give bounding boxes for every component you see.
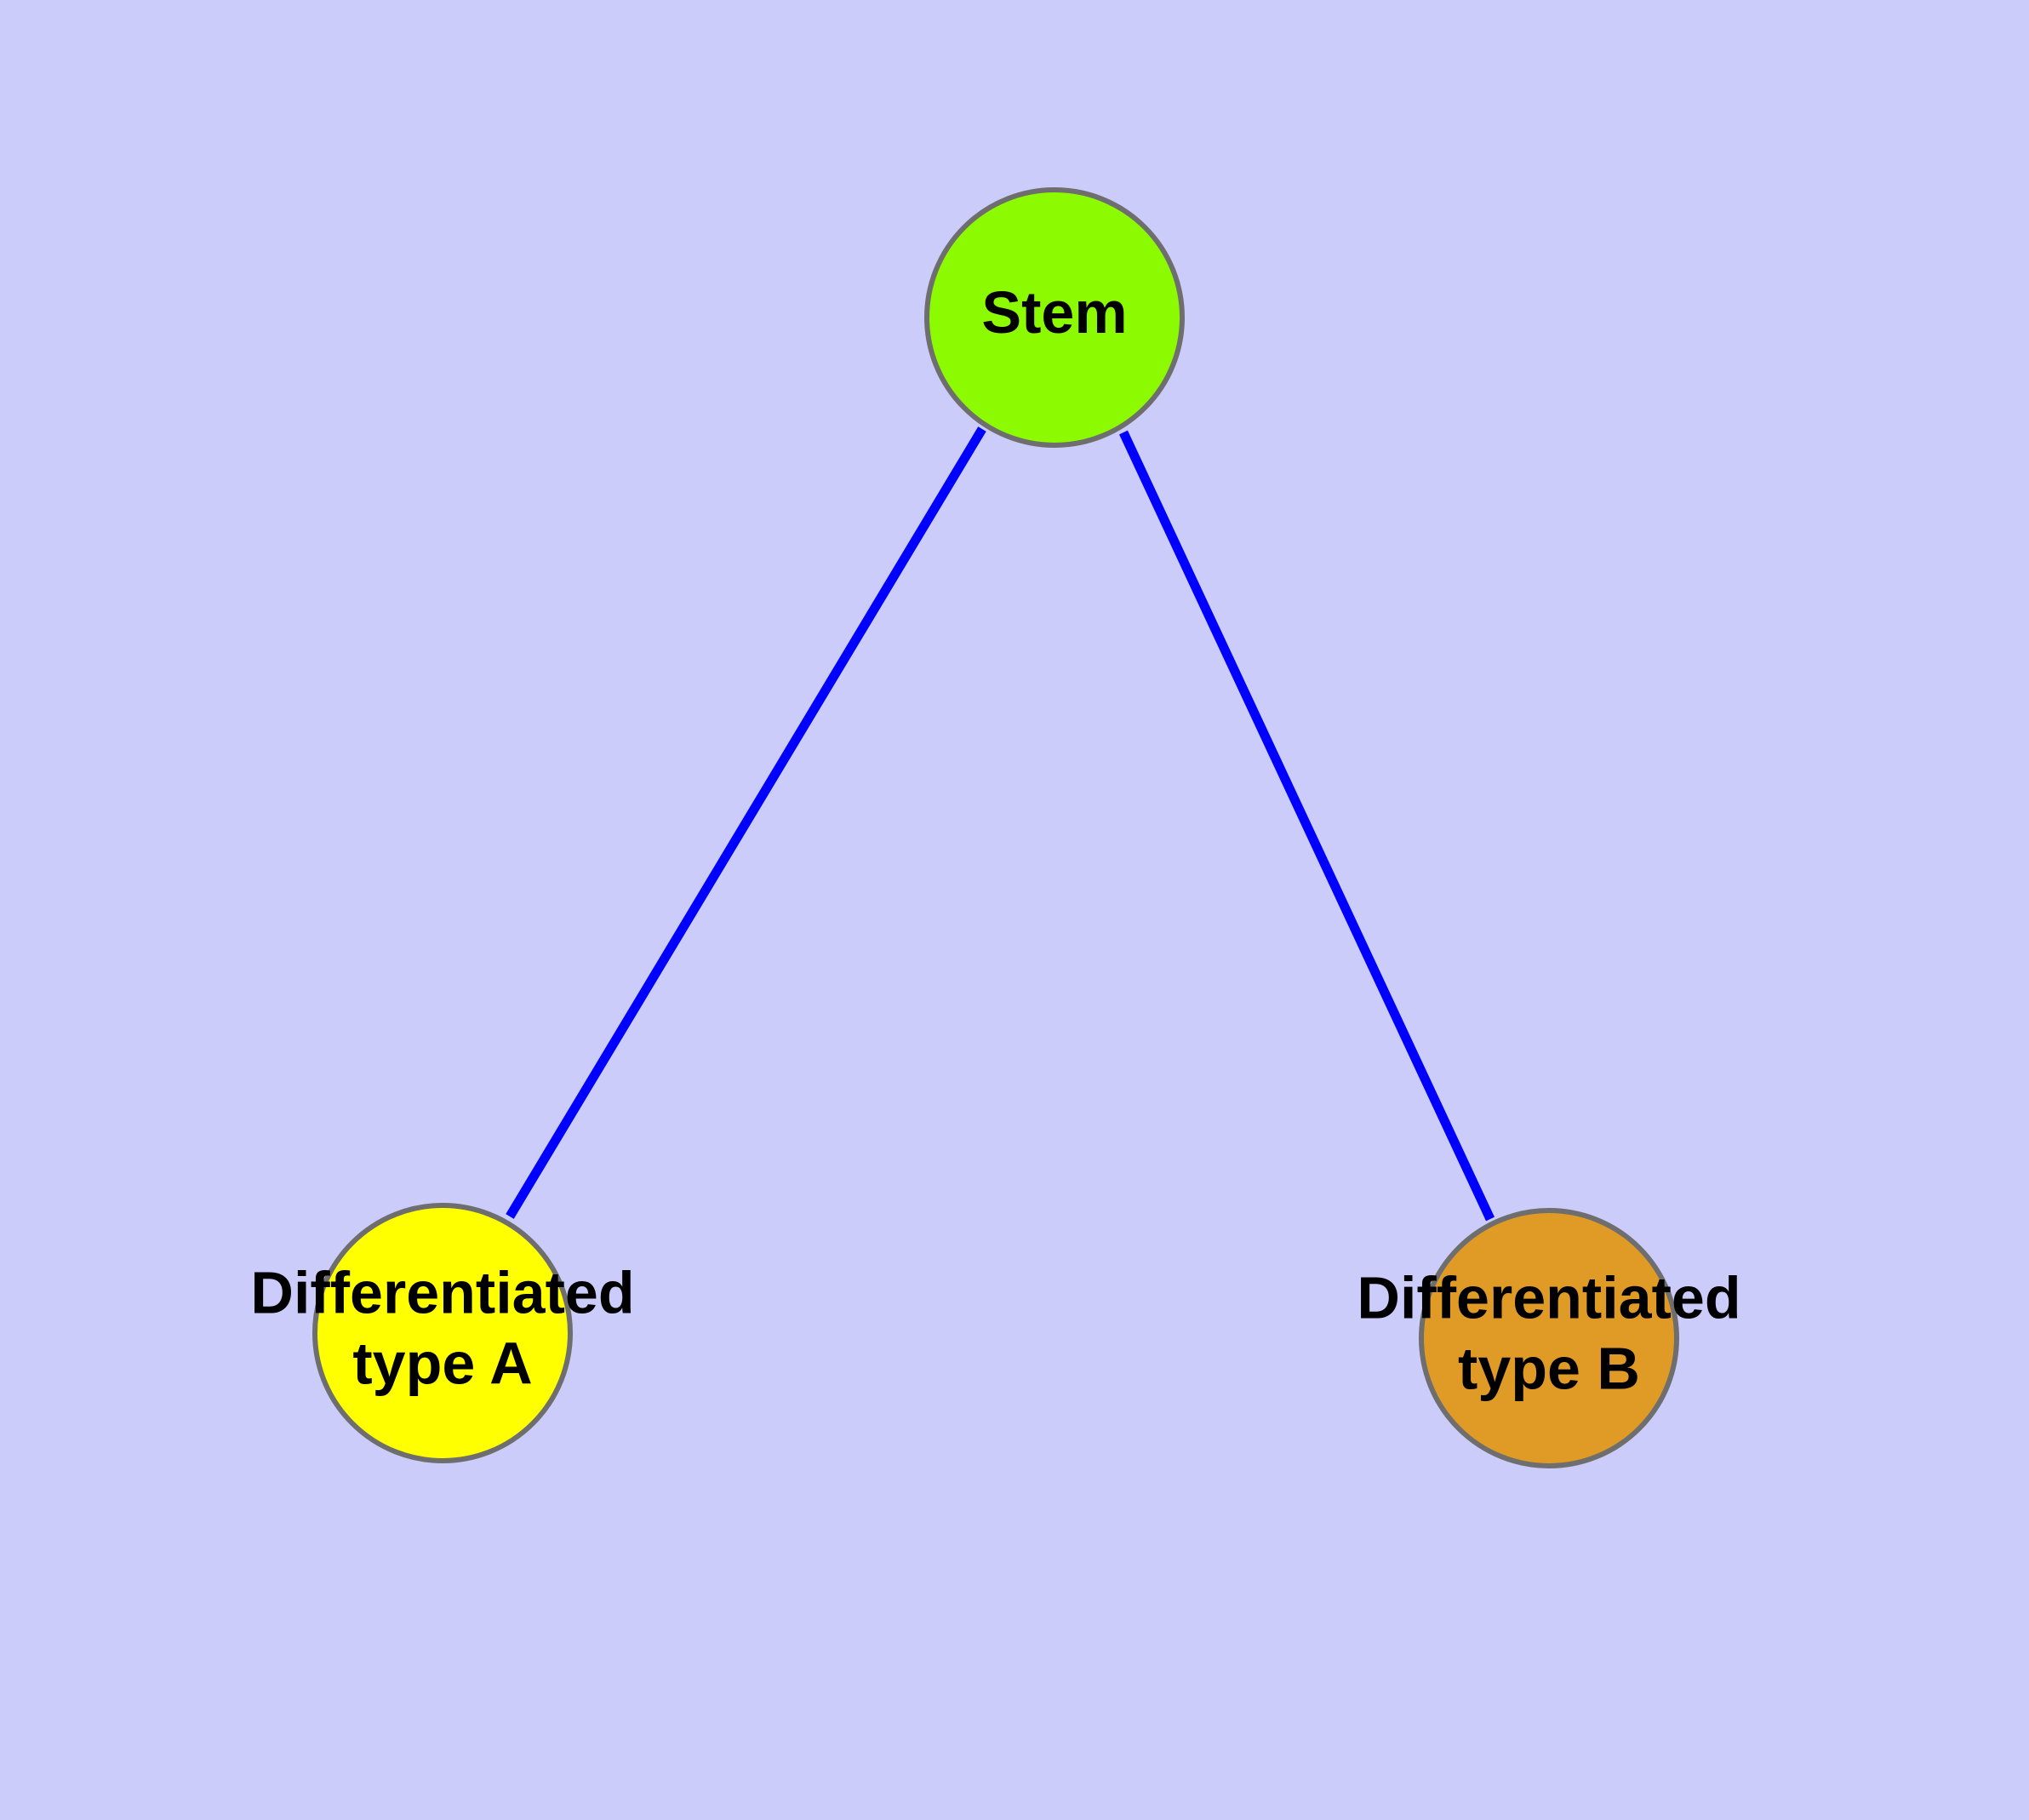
graph-node-label-line: Differentiated: [1357, 1265, 1740, 1331]
edges-layer: [506, 426, 1495, 1222]
graph-node-diff_b[interactable]: [1419, 1208, 1679, 1468]
graph-edge-stem-to-diff-b[interactable]: [1119, 430, 1495, 1222]
graph-edge-stem-to-diff-a[interactable]: [506, 426, 986, 1219]
graph-node-label-stem: Stem: [981, 279, 1127, 346]
graph-node-stem[interactable]: [924, 187, 1185, 448]
graph-node-diff_a[interactable]: [312, 1203, 573, 1463]
graph-node-label-line: type B: [1458, 1336, 1640, 1402]
graph-node-label-line: Differentiated: [250, 1260, 634, 1326]
graph-node-label-line: type A: [352, 1331, 532, 1397]
graph-node-label-line: Stem: [981, 279, 1127, 346]
